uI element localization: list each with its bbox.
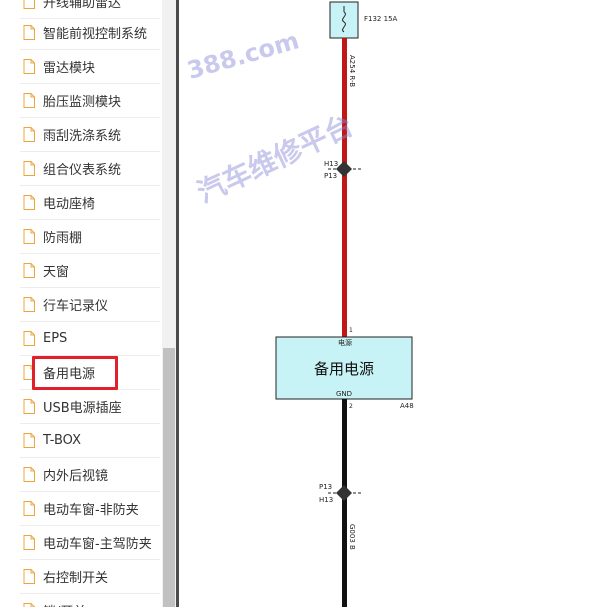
sidebar-item-label: T-BOX (43, 433, 81, 448)
fuse-label: F132 15A (364, 15, 398, 23)
sidebar-item-label: EPS (43, 331, 68, 346)
connector-bottom-lower: H13 (319, 496, 333, 504)
document-icon (23, 0, 35, 9)
sidebar-item[interactable]: 智能前视控制系统 (20, 16, 160, 50)
sidebar-item[interactable]: 开线辅助雷达 (20, 0, 160, 19)
wiring-diagram: F132 15A A254 R-B H13 P13 1 电源 备用电源 GND … (179, 0, 603, 607)
sidebar-item[interactable]: 电动车窗-主驾防夹 (20, 526, 160, 560)
sidebar-item[interactable]: 天窗 (20, 254, 160, 288)
pin2-number: 2 (349, 403, 353, 410)
document-icon (23, 603, 35, 607)
module-code: A48 (400, 402, 414, 410)
sidebar-item[interactable]: 胎压监测模块 (20, 84, 160, 118)
sidebar-item-label: 组合仪表系统 (43, 163, 122, 178)
sidebar-item[interactable]: USB电源插座 (20, 390, 160, 424)
document-icon (23, 263, 35, 278)
connector-bottom-diamond[interactable] (336, 485, 352, 501)
sidebar-item-label: 电动车窗-主驾防夹 (43, 537, 152, 552)
selection-highlight-box (32, 356, 118, 390)
document-icon (23, 229, 35, 244)
sidebar-item-label: 防雨棚 (43, 231, 83, 246)
document-icon (23, 59, 35, 74)
document-icon (23, 127, 35, 142)
document-icon (23, 433, 35, 448)
connector-top-upper: H13 (324, 160, 338, 168)
document-icon (23, 569, 35, 584)
pin1-name: 电源 (338, 338, 352, 347)
document-icon (23, 535, 35, 550)
fuse-symbol (342, 11, 346, 33)
sidebar-item-label: 天窗 (43, 265, 70, 280)
sidebar-item-label: 开线辅助雷达 (43, 0, 122, 11)
sidebar-item[interactable]: 行车记录仪 (20, 288, 160, 322)
sidebar-item[interactable]: 右控制开关 (20, 560, 160, 594)
wire-red-power[interactable] (342, 38, 347, 338)
document-icon (23, 161, 35, 176)
sidebar-item-label: 智能前视控制系统 (43, 27, 148, 42)
document-icon (23, 297, 35, 312)
wire-bottom-label: G003 B (348, 524, 356, 550)
sidebar-item-label: 右控制开关 (43, 571, 109, 586)
module-title: 备用电源 (314, 360, 374, 378)
sidebar-item[interactable]: T-BOX (20, 424, 160, 458)
sidebar-scrollbar[interactable] (162, 0, 176, 607)
document-icon (23, 501, 35, 516)
sidebar-item[interactable]: 雨刮洗涤系统 (20, 118, 160, 152)
sidebar-item-label: 备用电源 (43, 367, 96, 382)
scrollbar-thumb[interactable] (163, 348, 175, 607)
connector-top-diamond[interactable] (336, 161, 352, 177)
pin2-name: GND (336, 390, 352, 398)
sidebar-item-label: 锁/开关 (43, 601, 86, 607)
document-icon (23, 195, 35, 210)
document-icon (23, 331, 35, 346)
sidebar-item-label: 电动车窗-非防夹 (43, 503, 139, 518)
sidebar-item[interactable]: 内外后视镜 (20, 458, 160, 492)
pin1-number: 1 (349, 327, 353, 334)
sidebar-item[interactable]: 组合仪表系统 (20, 152, 160, 186)
backup-power-module[interactable] (275, 336, 413, 400)
document-icon (23, 467, 35, 482)
sidebar-item[interactable]: 锁/开关 (20, 594, 160, 607)
sidebar-item[interactable]: 电动车窗-非防夹 (20, 492, 160, 526)
connector-bottom-upper: P13 (319, 483, 332, 491)
sidebar-item-label: USB电源插座 (43, 401, 122, 416)
sidebar-item-label: 行车记录仪 (43, 299, 109, 314)
sidebar-item[interactable]: 防雨棚 (20, 220, 160, 254)
wire-top-label: A254 R-B (348, 55, 356, 87)
panel-divider[interactable] (176, 0, 179, 607)
wire-black-ground[interactable] (342, 399, 347, 607)
document-icon (23, 399, 35, 414)
sidebar-item[interactable]: 雷达模块 (20, 50, 160, 84)
sidebar-item-label: 胎压监测模块 (43, 95, 122, 110)
sidebar-item-label: 雨刮洗涤系统 (43, 129, 122, 144)
wiring-diagram-svg: F132 15A A254 R-B H13 P13 1 电源 备用电源 GND … (275, 1, 414, 607)
connector-top-lower: P13 (324, 172, 337, 180)
sidebar-item[interactable]: 电动座椅 (20, 186, 160, 220)
sidebar-item[interactable]: EPS (20, 322, 160, 356)
document-icon (23, 93, 35, 108)
document-icon (23, 25, 35, 40)
sidebar-item-label: 电动座椅 (43, 197, 96, 212)
sidebar-item-label: 内外后视镜 (43, 469, 109, 484)
sidebar-tree: 开线辅助雷达智能前视控制系统雷达模块胎压监测模块雨刮洗涤系统组合仪表系统电动座椅… (0, 0, 162, 607)
sidebar-item-label: 雷达模块 (43, 61, 96, 76)
